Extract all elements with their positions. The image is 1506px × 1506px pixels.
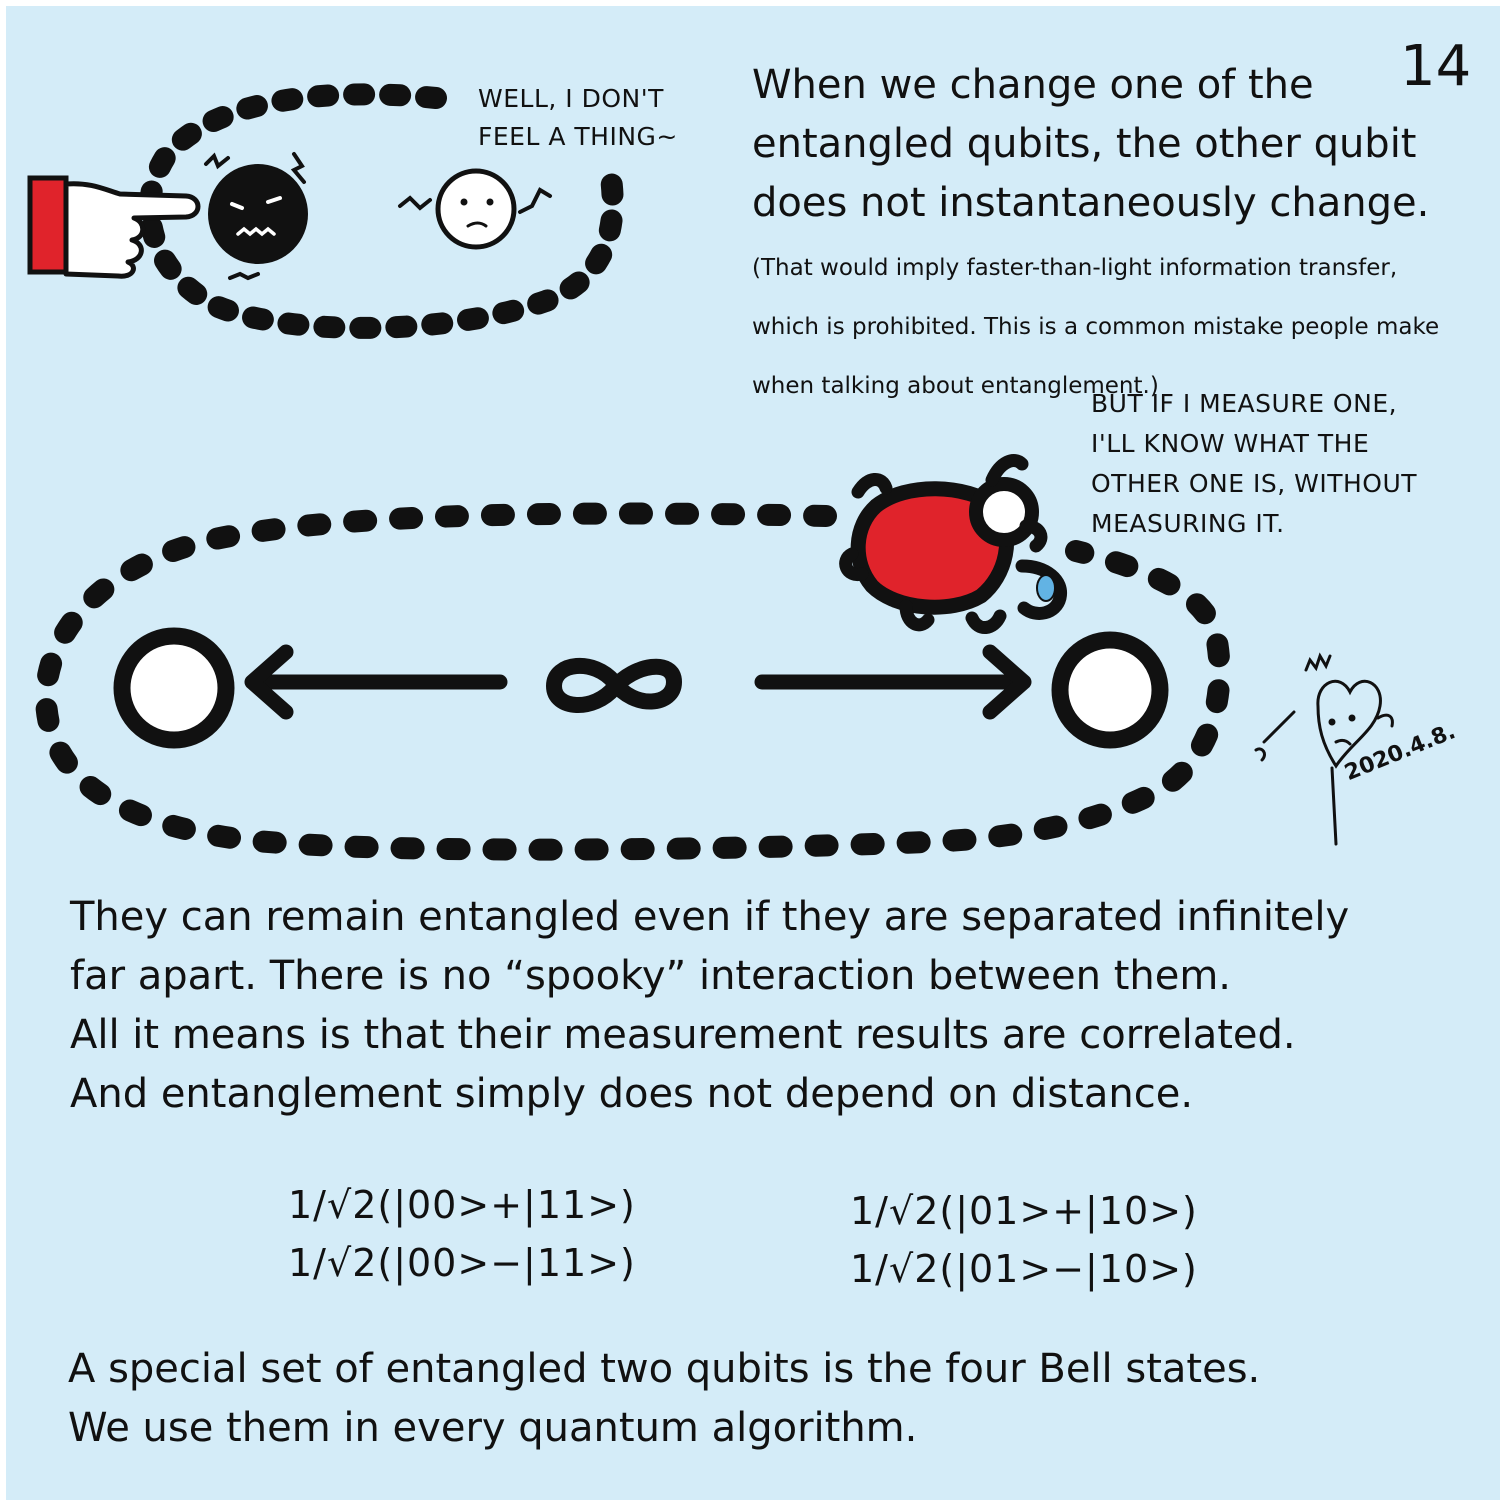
bell-state-psi-plus: 1/√2(|01>+|10>) [850, 1189, 1198, 1233]
paragraph-line: All it means is that their measurement r… [70, 1012, 1296, 1058]
paragraph-line: They can remain entangled even if they a… [70, 894, 1350, 940]
pointing-hand-icon [27, 175, 201, 279]
qubit-worried-icon [398, 168, 552, 250]
arrow-right-icon [754, 644, 1032, 720]
measuring-hand-icon [839, 454, 1068, 634]
qubit-sad-icon [204, 152, 308, 281]
intro-paragraph: When we change one of the entangled qubi… [752, 56, 1452, 410]
page-number: 14 [1400, 34, 1472, 99]
speech-bottom-line: OTHER ONE IS, WITHOUT [1091, 469, 1418, 498]
qubit-right-icon [1051, 631, 1169, 749]
arrow-left-icon [244, 644, 508, 720]
speech-bottom-line: I'LL KNOW WHAT THE [1091, 429, 1370, 458]
intro-main-text: When we change one of the entangled qubi… [752, 62, 1430, 226]
bell-paragraph: A special set of entangled two qubits is… [68, 1340, 1260, 1458]
qubit-left-icon [113, 627, 235, 749]
speech-bottom-line: BUT IF I MEASURE ONE, [1091, 389, 1398, 418]
bell-state-psi-minus: 1/√2(|01>−|10>) [850, 1247, 1198, 1291]
signature-doodle-icon [1254, 652, 1394, 846]
infinity-icon [546, 658, 682, 713]
bell-state-phi-plus: 1/√2(|00>+|11>) [288, 1183, 636, 1227]
speech-bubble-top: WELL, I DON'T FEEL A THING~ [478, 80, 678, 156]
speech-bottom-line: MEASURING IT. [1091, 509, 1285, 538]
bell-state-phi-minus: 1/√2(|00>−|11>) [288, 1241, 636, 1285]
speech-bubble-bottom: BUT IF I MEASURE ONE, I'LL KNOW WHAT THE… [1091, 384, 1417, 544]
speech-top-line: WELL, I DON'T [478, 84, 664, 113]
comic-panel: 14 When we change one of the entangled q… [6, 6, 1500, 1500]
illustration-layer [27, 83, 1394, 861]
large-entanglement-loop [34, 502, 1231, 861]
paragraph-line: We use them in every quantum algorithm. [68, 1405, 918, 1451]
paragraph-line: And entanglement simply does not depend … [70, 1071, 1194, 1117]
paragraph-line: far apart. There is no “spooky” interact… [70, 953, 1232, 999]
paragraph-line: A special set of entangled two qubits is… [68, 1346, 1261, 1392]
speech-top-line: FEEL A THING~ [478, 122, 678, 151]
distance-paragraph: They can remain entangled even if they a… [70, 888, 1349, 1124]
top-entanglement-loop [139, 83, 624, 339]
intro-aside-text: (That would imply faster-than-light info… [752, 255, 1440, 399]
